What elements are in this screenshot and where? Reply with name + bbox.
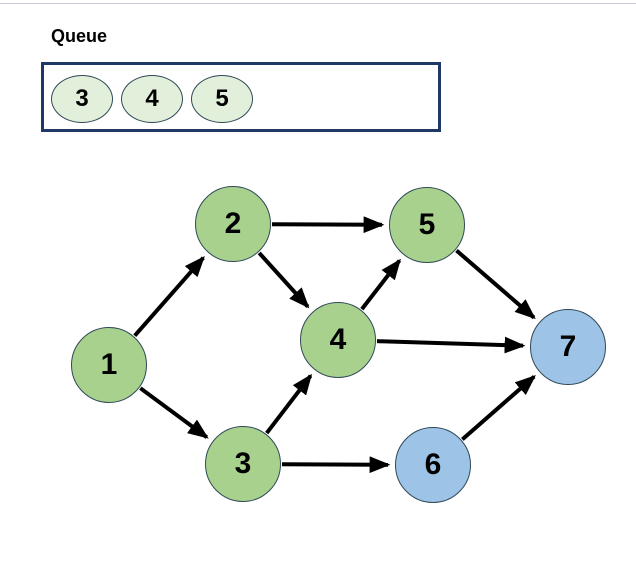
graph-edge-5-7 bbox=[455, 249, 536, 320]
graph-edge-4-7 bbox=[376, 336, 526, 354]
graph-node-7[interactable]: 7 bbox=[530, 309, 606, 385]
graph-edge-2-4 bbox=[257, 251, 310, 309]
graph-node-1[interactable]: 1 bbox=[71, 327, 147, 403]
graph-edges bbox=[133, 216, 536, 474]
graph-node-6[interactable]: 6 bbox=[395, 427, 471, 503]
queue-item[interactable]: 5 bbox=[191, 75, 253, 123]
graph-node-5[interactable]: 5 bbox=[389, 187, 465, 263]
graph-edge-3-6 bbox=[281, 456, 391, 474]
graph-node-4[interactable]: 4 bbox=[300, 302, 376, 378]
queue-item-list: 3 4 5 bbox=[51, 75, 431, 123]
graph-node-3[interactable]: 3 bbox=[205, 426, 281, 502]
queue-title: Queue bbox=[51, 26, 108, 46]
graph-edge-3-4 bbox=[265, 373, 313, 435]
graph-edge-2-5 bbox=[271, 216, 385, 234]
graph-edge-4-5 bbox=[360, 258, 402, 311]
queue-item[interactable]: 4 bbox=[121, 75, 183, 123]
top-divider bbox=[0, 3, 636, 4]
queue-item[interactable]: 3 bbox=[51, 75, 113, 123]
graph-node-2[interactable]: 2 bbox=[195, 186, 271, 262]
graph-edge-1-3 bbox=[139, 386, 209, 439]
graph-edge-6-7 bbox=[461, 375, 536, 441]
graph-edge-1-2 bbox=[133, 255, 205, 338]
